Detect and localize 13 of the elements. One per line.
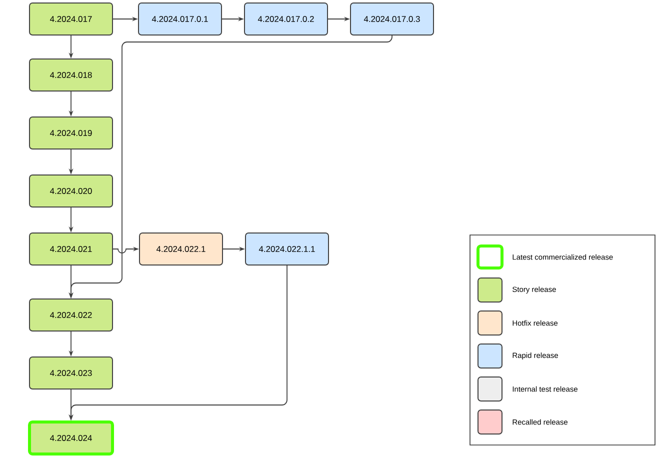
release-box: 4.2024.024 [28, 420, 114, 456]
release-box: 4.2024.022 [29, 298, 113, 332]
release-box: 4.2024.023 [29, 356, 113, 390]
release-box: 4.2024.017.0.1 [138, 2, 222, 36]
release-box: 4.2024.022.1 [139, 232, 223, 266]
release-box: 4.2024.021 [29, 232, 113, 266]
release-box: 4.2024.017.0.3 [350, 2, 434, 36]
release-box: 4.2024.020 [29, 174, 113, 208]
release-box: 4.2024.017.0.2 [244, 2, 328, 36]
release-box: 4.2024.017 [29, 2, 113, 36]
release-box: 4.2024.019 [29, 116, 113, 150]
release-box: 4.2024.022.1.1 [245, 232, 329, 266]
release-box: 4.2024.018 [29, 58, 113, 92]
